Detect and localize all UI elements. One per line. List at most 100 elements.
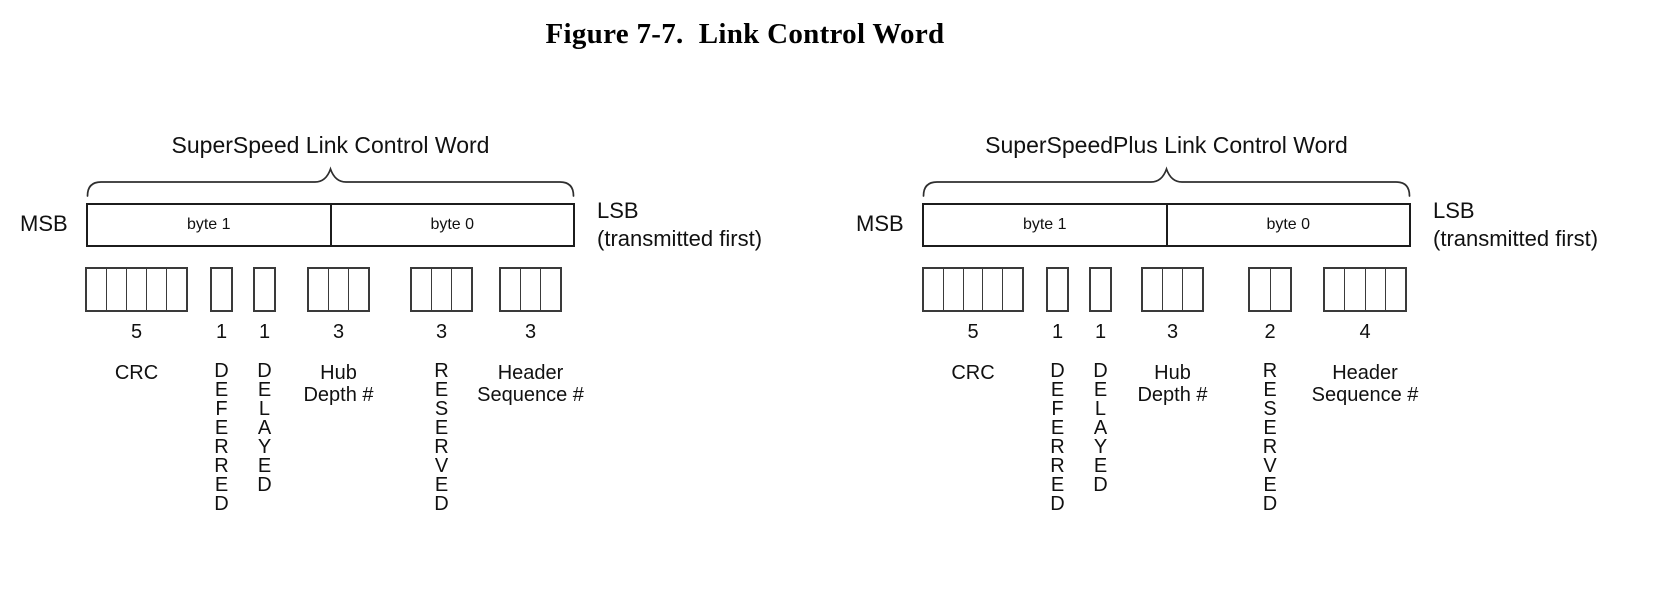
bit-count: 3 [332, 321, 345, 343]
lsb-note: (transmitted first) [1433, 226, 1599, 251]
bit-cell [944, 269, 964, 310]
field-label: CRC [951, 362, 995, 384]
msb-label: MSB [856, 211, 904, 236]
bit-count: 4 [1359, 321, 1371, 343]
byte1-cell: byte 1 [924, 205, 1168, 245]
lsb-block: LSB (transmitted first) [597, 197, 762, 253]
lsb-block: LSB (transmitted first) [1433, 197, 1598, 253]
byte-box: byte 1 byte 0 [922, 203, 1411, 247]
bit-count: 3 [435, 321, 448, 343]
bit-count: 1 [1094, 321, 1107, 343]
lsb-label: LSB [597, 198, 639, 223]
bit-cell [1163, 269, 1183, 310]
bit-cells [210, 267, 233, 312]
lsb-label: LSB [1433, 198, 1475, 223]
bit-count: 3 [1166, 321, 1179, 343]
brace-icon [86, 166, 575, 197]
bit-count: 5 [130, 321, 143, 343]
lsb-note: (transmitted first) [597, 226, 763, 251]
byte1-cell: byte 1 [88, 205, 332, 245]
bit-cells [1141, 267, 1204, 312]
bit-count: 1 [1051, 321, 1064, 343]
diagram-title: SuperSpeed Link Control Word [171, 132, 490, 158]
bit-cell [329, 269, 349, 310]
bit-cell [1250, 269, 1271, 310]
bit-cell [432, 269, 452, 310]
bit-cell [924, 269, 944, 310]
bit-cells [499, 267, 562, 312]
byte-box: byte 1 byte 0 [86, 203, 575, 247]
bit-cell [167, 269, 186, 310]
bit-cell [1271, 269, 1291, 310]
bit-cell [87, 269, 107, 310]
superspeedplus-diagram: SuperSpeedPlus Link Control Word MSB byt… [856, 128, 1666, 598]
byte0-cell: byte 0 [1266, 216, 1311, 233]
bit-cell [349, 269, 368, 310]
bit-cell [255, 269, 274, 310]
bit-cells [1046, 267, 1069, 312]
bit-count: 1 [215, 321, 228, 343]
bit-count: 1 [258, 321, 271, 343]
bit-cell [983, 269, 1004, 310]
msb-label: MSB [20, 211, 68, 236]
bit-cell [147, 269, 167, 310]
bit-cells [85, 267, 188, 312]
bit-cell [107, 269, 127, 310]
byte0-cell: byte 0 [430, 216, 475, 233]
bit-cells [307, 267, 370, 312]
bit-cells [253, 267, 276, 312]
bit-cell [1325, 269, 1346, 310]
bit-cell [521, 269, 541, 310]
bit-cell [452, 269, 471, 310]
bit-cell [212, 269, 231, 310]
bit-cells [1323, 267, 1407, 312]
bit-cell [1386, 269, 1405, 310]
bit-cell [1183, 269, 1202, 310]
bit-cells [1089, 267, 1112, 312]
bit-cell [541, 269, 560, 310]
bit-cells [410, 267, 473, 312]
brace-icon [922, 166, 1411, 197]
superspeed-diagram: SuperSpeed Link Control Word MSB byte 1 … [20, 128, 830, 598]
bit-cell [1048, 269, 1067, 310]
field-label: CRC [114, 362, 159, 384]
bit-cells [1248, 267, 1292, 312]
bit-cell [412, 269, 432, 310]
bit-count: 3 [524, 321, 537, 343]
bit-cell [1143, 269, 1163, 310]
bit-cell [1366, 269, 1386, 310]
bit-cells [922, 267, 1024, 312]
bit-cell [1345, 269, 1366, 310]
figure-title: Figure 7-7. Link Control Word [545, 18, 945, 50]
bit-cell [1091, 269, 1110, 310]
bit-cell [501, 269, 521, 310]
bit-cell [964, 269, 984, 310]
bit-count: 2 [1264, 321, 1276, 343]
diagram-title: SuperSpeedPlus Link Control Word [985, 132, 1348, 158]
bit-cell [1003, 269, 1022, 310]
bit-cell [309, 269, 329, 310]
bit-count: 5 [967, 321, 979, 343]
bit-cell [127, 269, 147, 310]
